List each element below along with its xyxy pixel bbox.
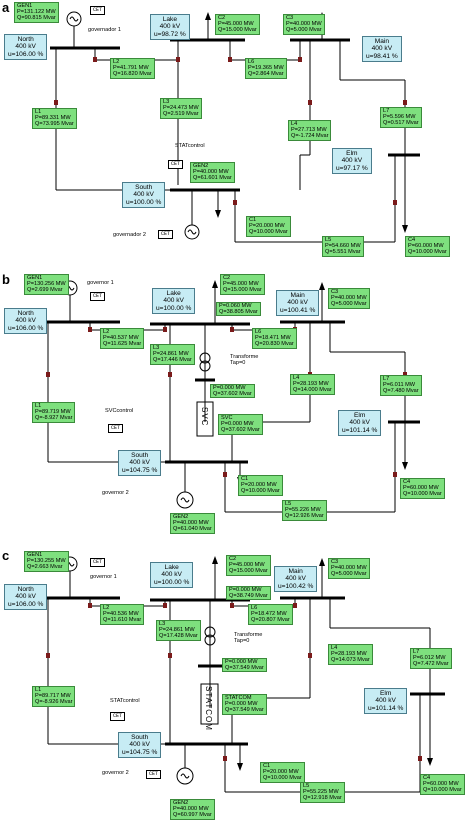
svc-device-label[interactable]: SVC (200, 407, 209, 427)
cet-tag[interactable]: CET (146, 770, 162, 779)
cet-tag[interactable]: CET (90, 558, 106, 567)
governor-2-label[interactable]: governador 2 (113, 232, 146, 238)
svc-device (196, 401, 214, 437)
svc-control-label[interactable]: SVCcontrol (105, 408, 134, 414)
governor-2-label[interactable]: governor 2 (102, 490, 129, 496)
panel-c: c (0, 548, 474, 822)
network-wires (40, 280, 420, 513)
governor-2-label[interactable]: governor 2 (102, 770, 129, 776)
panel-b: b (0, 272, 474, 544)
cet-tag[interactable]: CET (108, 424, 124, 433)
statcom-device-label[interactable]: STATCOM (204, 686, 213, 731)
cet-tag[interactable]: CET (90, 292, 106, 301)
stat-control-label[interactable]: STATcontrol (110, 698, 140, 704)
cet-tag[interactable]: CET (110, 712, 126, 721)
cet-tag[interactable]: CET (90, 6, 106, 15)
statcom-device (200, 683, 219, 725)
panel-label: a (2, 0, 10, 15)
cet-tag[interactable]: CET (158, 230, 174, 239)
cet-tag[interactable]: CET (168, 160, 184, 169)
governor-1-label[interactable]: governor 1 (90, 574, 117, 580)
panel-label: c (2, 548, 10, 563)
stat-control-label[interactable]: STATcontrol (175, 143, 205, 149)
governor-1-label[interactable]: governor 1 (87, 280, 114, 286)
network-wires (50, 11, 420, 243)
panel-a: a (0, 0, 474, 268)
panel-label: b (2, 272, 10, 287)
governor-1-label[interactable]: governador 1 (88, 27, 121, 33)
